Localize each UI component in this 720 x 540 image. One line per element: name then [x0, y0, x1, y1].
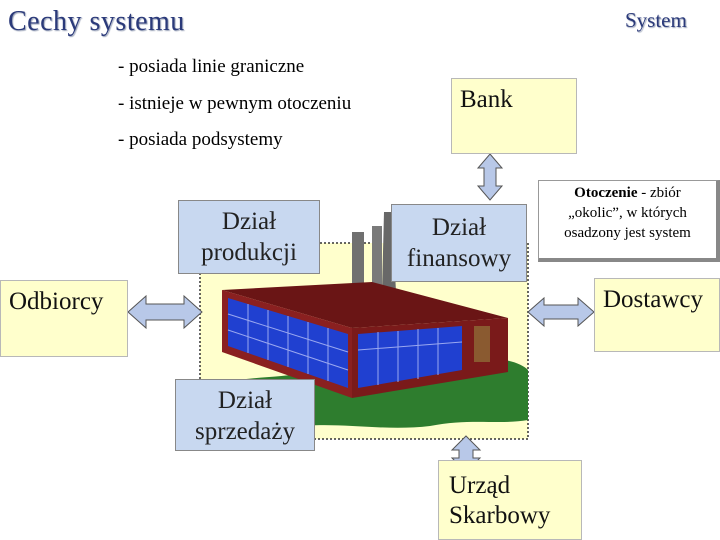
page-title: Cechy systemu [8, 6, 185, 37]
arrow-bank-system [476, 153, 504, 201]
factory-windows [358, 326, 462, 388]
environment-definition: Otoczenie - zbiór „okolic”, w których os… [538, 180, 720, 262]
environment-line2: „okolic”, w których [568, 205, 687, 221]
chimney [372, 226, 382, 290]
urzad-line2: Skarbowy [449, 502, 551, 529]
bank-label: Bank [460, 86, 513, 113]
dostawcy-label: Dostawcy [603, 286, 703, 313]
urzad-skarbowy-box: Urząd Skarbowy [438, 460, 582, 540]
arrow-dostawcy-system [527, 296, 595, 328]
factory-roof [222, 282, 508, 328]
arrow-odbiorcy-system [127, 294, 203, 330]
bullet-subsystems: - posiada podsystemy [118, 129, 283, 150]
urzad-line1: Urząd [449, 472, 511, 499]
produkcja-line2: produkcji [201, 239, 297, 266]
environment-def-1: - zbiór [637, 185, 681, 201]
system-label: System [625, 8, 687, 32]
bullet-boundaries: - posiada linie graniczne [118, 56, 305, 77]
bank-box: Bank [451, 78, 577, 154]
chimney [352, 232, 364, 292]
finanse-line2: finansowy [406, 245, 512, 272]
sprzedaz-line1: Dział [217, 387, 273, 414]
sprzedaz-line2: sprzedaży [195, 418, 295, 445]
odbiorcy-box: Odbiorcy [0, 280, 128, 357]
environment-line3: osadzony jest system [564, 225, 691, 241]
odbiorcy-label: Odbiorcy [9, 288, 104, 315]
subsystem-produkcja: Dział produkcji [178, 200, 320, 274]
bullet-environment: - istnieje w pewnym otoczeniu [118, 93, 352, 114]
environment-line1: Otoczenie - zbiór [539, 183, 716, 203]
factory-door [474, 326, 490, 362]
produkcja-line1: Dział [221, 208, 277, 235]
dostawcy-box: Dostawcy [594, 278, 720, 352]
environment-term: Otoczenie [574, 185, 638, 201]
finanse-line1: Dział [431, 214, 487, 241]
window-grid [227, 304, 463, 385]
subsystem-sprzedaz: Dział sprzedaży [175, 379, 315, 451]
subsystem-finanse: Dział finansowy [391, 204, 527, 282]
